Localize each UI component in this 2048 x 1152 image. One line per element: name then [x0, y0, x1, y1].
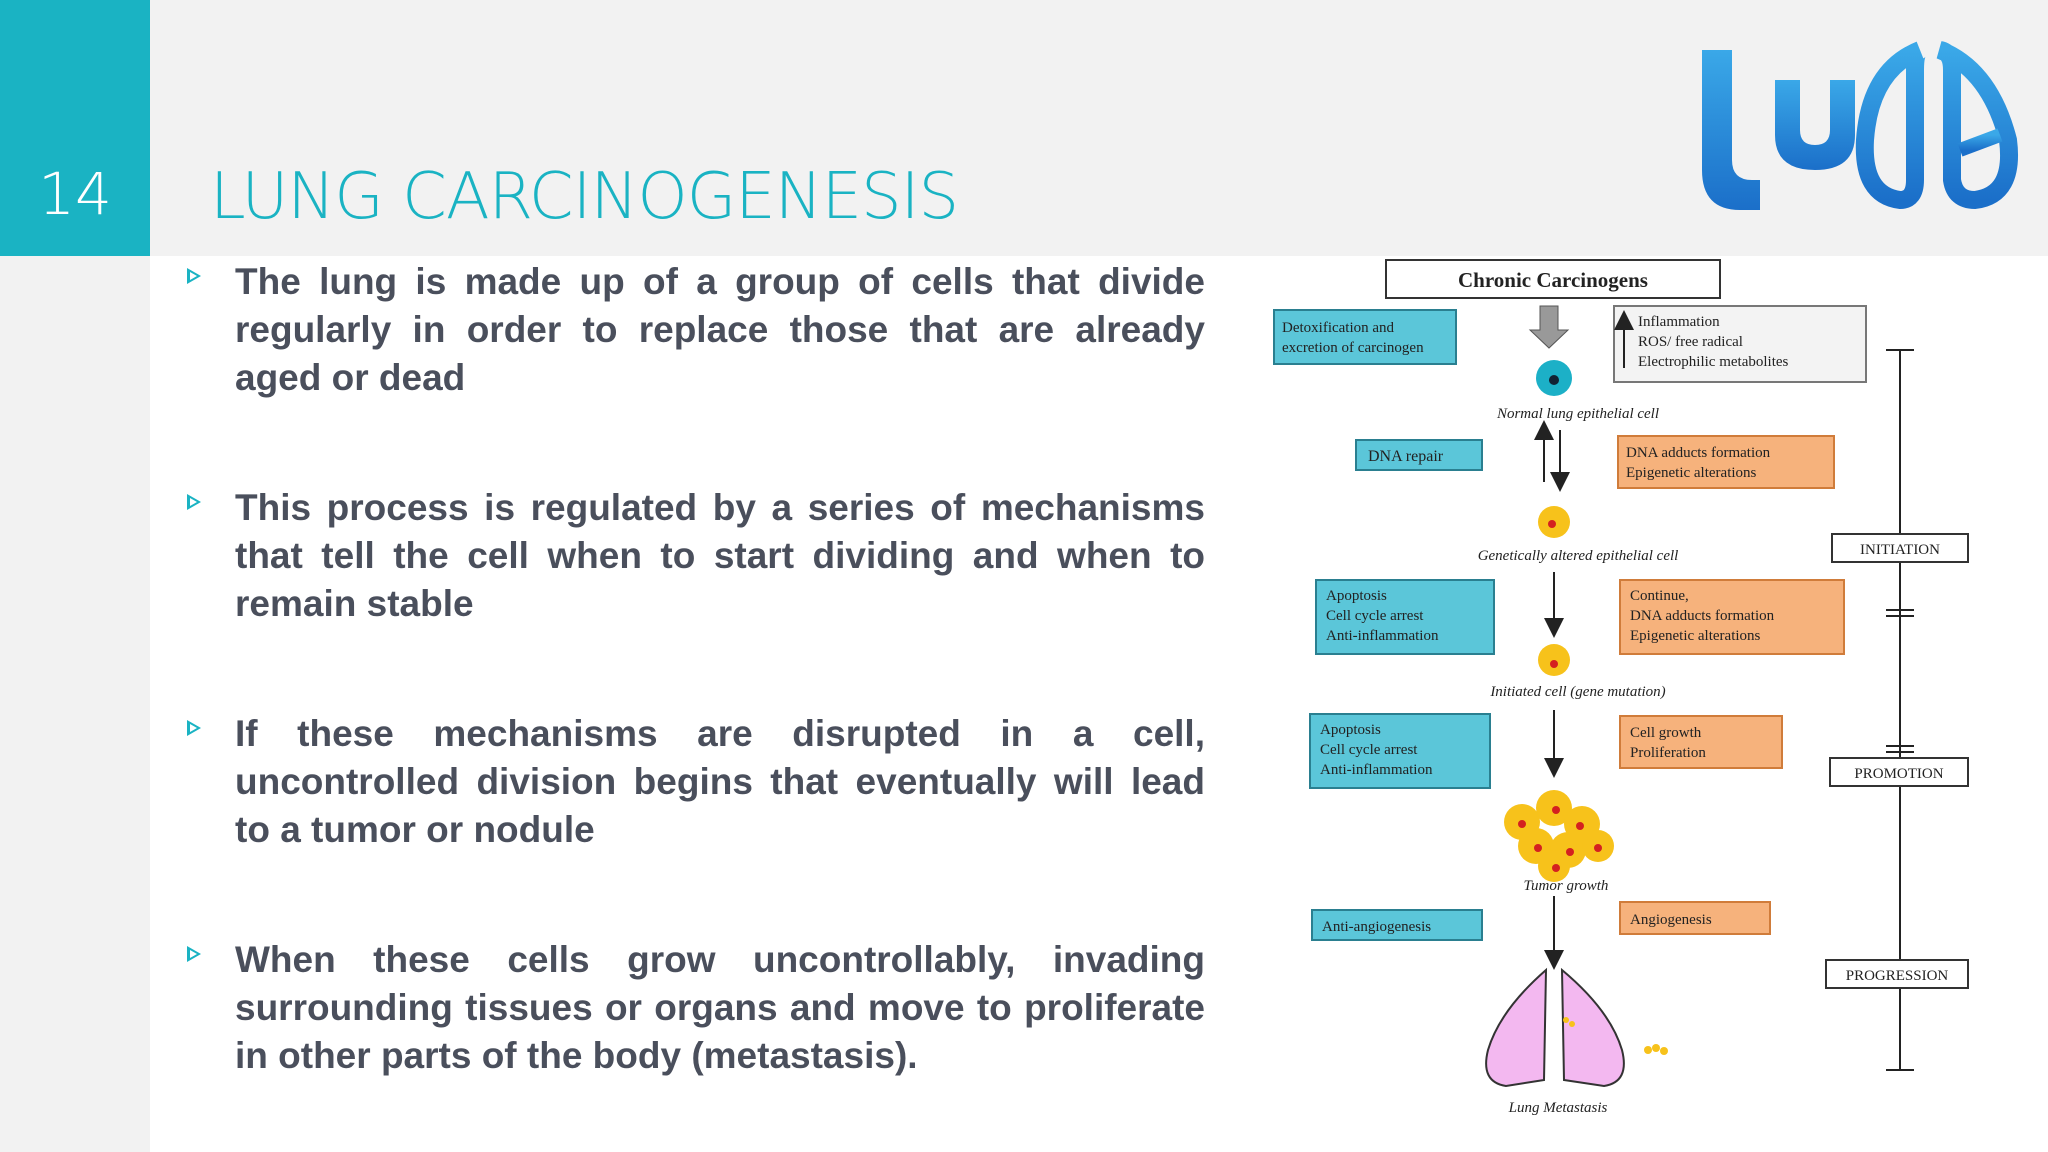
continue-box	[1619, 579, 1845, 655]
dna-adducts-line: Epigenetic alterations	[1626, 465, 1757, 481]
detox-box	[1273, 309, 1457, 365]
content-panel	[150, 256, 2048, 1152]
dna-adducts-line: DNA adducts formation	[1626, 445, 1771, 461]
apoptosis-box-2	[1309, 713, 1491, 789]
bullet-arrow-icon	[187, 494, 201, 510]
bullet-text: If these mechanisms are disrupted in a c…	[235, 713, 1205, 850]
altered-cell-label: Genetically altered epithelial cell	[1478, 548, 1679, 564]
stage-promotion-label: PROMOTION	[1854, 766, 1943, 782]
anti-angiogenesis-label: Anti-angiogenesis	[1322, 919, 1431, 935]
normal-cell-label: Normal lung epithelial cell	[1496, 406, 1659, 422]
dna-adducts-box	[1617, 435, 1835, 489]
stage-initiation-label: INITIATION	[1860, 542, 1940, 558]
slide-number-box	[0, 0, 150, 256]
cell-growth-line: Cell growth	[1630, 725, 1702, 741]
inflammation-line: ROS/ free radical	[1638, 334, 1743, 350]
continue-line: DNA adducts formation	[1630, 608, 1775, 624]
dna-repair-label: DNA repair	[1368, 448, 1444, 465]
bullet-arrow-icon	[187, 946, 201, 962]
bullet-text: This process is regulated by a series of…	[235, 487, 1205, 624]
bullet-text: The lung is made up of a group of cells …	[235, 261, 1205, 398]
inflammation-line: Inflammation	[1638, 314, 1720, 330]
tumor-icon	[1504, 790, 1614, 882]
inflammation-line: Electrophilic metabolites	[1638, 354, 1789, 370]
cell-growth-box	[1619, 715, 1783, 769]
apoptosis-line: Apoptosis	[1320, 722, 1381, 738]
slide-title: LUNG CARCINOGENESIS	[210, 160, 959, 234]
angiogenesis-box	[1619, 901, 1771, 935]
down-arrow-icon	[1528, 305, 1570, 349]
bullet-item: If these mechanisms are disrupted in a c…	[185, 710, 1205, 854]
tumor-growth-label: Tumor growth	[1524, 878, 1609, 894]
detox-line: excretion of carcinogen	[1282, 340, 1424, 356]
lungs-icon	[1485, 967, 1668, 1088]
angiogenesis-label: Angiogenesis	[1630, 912, 1712, 928]
continue-line: Epigenetic alterations	[1630, 628, 1761, 644]
bullet-item: This process is regulated by a series of…	[185, 484, 1205, 628]
bullet-text: When these cells grow uncontrollably, in…	[235, 939, 1205, 1076]
stage-progression-label: PROGRESSION	[1846, 968, 1949, 984]
anti-angiogenesis-box	[1311, 909, 1483, 941]
cell-growth-line: Proliferation	[1630, 745, 1706, 761]
apoptosis-line: Anti-inflammation	[1320, 762, 1433, 778]
apoptosis-line: Cell cycle arrest	[1320, 742, 1418, 758]
stage-initiation-box	[1831, 533, 1969, 563]
carcinogens-label: Chronic Carcinogens	[1458, 268, 1648, 292]
detox-line: Detoxification and	[1282, 320, 1395, 336]
stage-progression-box	[1825, 959, 1969, 989]
bullet-arrow-icon	[187, 268, 201, 284]
dna-repair-box	[1355, 439, 1483, 471]
apoptosis-line: Apoptosis	[1326, 588, 1387, 604]
carcinogenesis-diagram: Chronic Carcinogens Detoxification and e…	[1273, 259, 1969, 1116]
carcinogens-box	[1385, 259, 1721, 299]
bullet-arrow-icon	[187, 720, 201, 736]
apoptosis-box-1	[1315, 579, 1495, 655]
inflammation-box	[1613, 305, 1867, 383]
slide-number: 14	[38, 160, 112, 228]
stage-promotion-box	[1829, 757, 1969, 787]
lung-logo	[1702, 41, 2018, 210]
metastasis-label: Lung Metastasis	[1508, 1100, 1608, 1116]
apoptosis-line: Anti-inflammation	[1326, 628, 1439, 644]
continue-line: Continue,	[1630, 588, 1689, 604]
bullet-item: When these cells grow uncontrollably, in…	[185, 936, 1205, 1080]
apoptosis-line: Cell cycle arrest	[1326, 608, 1424, 624]
initiated-cell-label: Initiated cell (gene mutation)	[1489, 684, 1665, 700]
bullet-item: The lung is made up of a group of cells …	[185, 258, 1205, 402]
